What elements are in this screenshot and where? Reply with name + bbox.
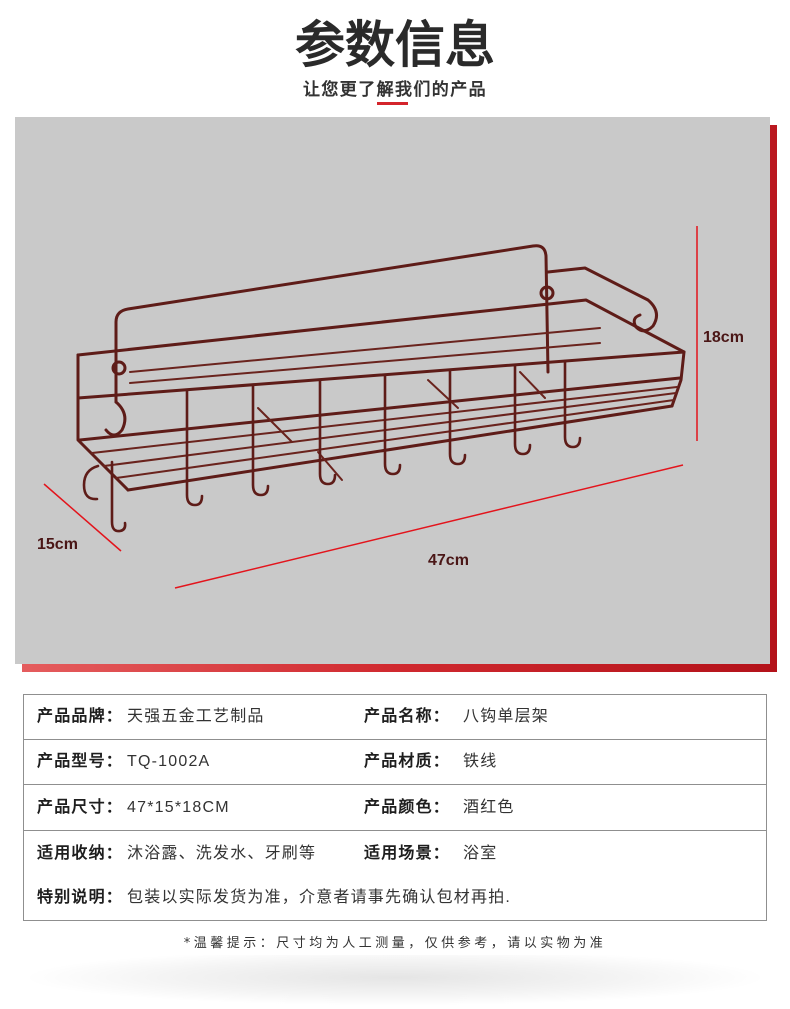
spec-label-color: 产品颜色：: [364, 799, 451, 816]
rack-back-rim: [76, 298, 686, 357]
spec-label-product-name: 产品名称：: [364, 708, 451, 725]
title-underline: [377, 102, 408, 105]
rack-hook: [563, 359, 582, 449]
spec-value-material: 铁线: [463, 753, 498, 770]
spec-row: 适用收纳： 沐浴露、洗发水、牙刷等 适用场景： 浴室: [24, 831, 766, 876]
rack-front-bottom-rail: [126, 404, 674, 492]
spec-label-size: 产品尺寸：: [37, 799, 124, 816]
spec-value-brand: 天强五金工艺制品: [127, 708, 265, 725]
dimension-lines: [43, 226, 698, 589]
spec-row: 产品品牌： 天强五金工艺制品 产品名称： 八钩单层架: [24, 695, 766, 740]
rack-right-bracket: [546, 266, 659, 333]
dimension-label-height: 18cm: [703, 329, 744, 346]
spec-label-model: 产品型号：: [37, 753, 124, 770]
bottom-shadow: [30, 955, 760, 1005]
rack-back-frame: [114, 244, 550, 404]
rack-front-rim: [76, 350, 686, 400]
spec-value-model: TQ-1002A: [127, 753, 211, 770]
spec-label-special-note: 特别说明：: [37, 889, 124, 906]
rack-left-scroll: [104, 400, 127, 437]
rack-front-wire: [103, 392, 677, 467]
spec-label-material: 产品材质：: [364, 753, 451, 770]
spec-value-size: 47*15*18CM: [127, 799, 230, 816]
spec-row: 产品尺寸： 47*15*18CM 产品颜色： 酒红色: [24, 785, 766, 831]
spec-row: 特别说明： 包装以实际发货为准，介意者请事先确认包材再拍.: [24, 876, 766, 920]
rack-cross-wire: [317, 451, 343, 481]
spec-value-usage: 沐浴露、洗发水、牙刷等: [127, 845, 317, 862]
rack-floor-wire: [129, 327, 601, 373]
spec-label-scene: 适用场景：: [364, 845, 451, 862]
rack-cross-wire: [427, 379, 459, 409]
rack-hook: [513, 363, 532, 456]
page-subtitle: 让您更了解我们的产品: [303, 80, 487, 100]
rack-hook: [185, 388, 204, 507]
rack-cross-wire: [257, 407, 293, 443]
dimension-label-depth: 15cm: [37, 536, 78, 553]
rack-hook: [448, 368, 467, 466]
spec-value-scene: 浴室: [463, 845, 498, 862]
spec-row: 产品型号： TQ-1002A 产品材质： 铁线: [24, 740, 766, 785]
product-rack-image: [43, 226, 698, 589]
dimension-line-length: [174, 464, 684, 589]
spec-value-product-name: 八钩单层架: [463, 708, 550, 725]
spec-label-brand: 产品品牌：: [37, 708, 124, 725]
rack-left-frame-loop: [111, 360, 127, 376]
rack-front-wire: [115, 399, 675, 479]
rack-right-frame-loop: [539, 285, 555, 301]
spec-label-usage: 适用收纳：: [37, 845, 124, 862]
spec-value-color: 酒红色: [463, 799, 515, 816]
page-title: 参数信息: [295, 16, 495, 74]
rack-hook: [383, 373, 402, 476]
rack-right-edge: [670, 350, 686, 408]
dimension-label-length: 47cm: [428, 552, 469, 569]
rack-frame: [76, 244, 686, 492]
rack-side-hook: [110, 460, 127, 533]
rack-floor-wire: [129, 342, 601, 384]
rack-side-curl: [82, 464, 100, 501]
rack-hook: [251, 383, 270, 497]
dimension-line-depth: [43, 483, 122, 552]
footer-note: *温馨提示：尺寸均为人工测量，仅供参考，请以实物为准: [183, 936, 607, 951]
rack-hook: [318, 378, 337, 486]
spec-table: 产品品牌： 天强五金工艺制品 产品名称： 八钩单层架 产品型号： TQ-1002…: [23, 694, 767, 921]
rack-front-mid-rail: [78, 376, 682, 442]
rack-hooks: [82, 359, 582, 533]
spec-value-special-note: 包装以实际发货为准，介意者请事先确认包材再拍.: [127, 889, 512, 906]
rack-cross-wire: [519, 371, 546, 399]
